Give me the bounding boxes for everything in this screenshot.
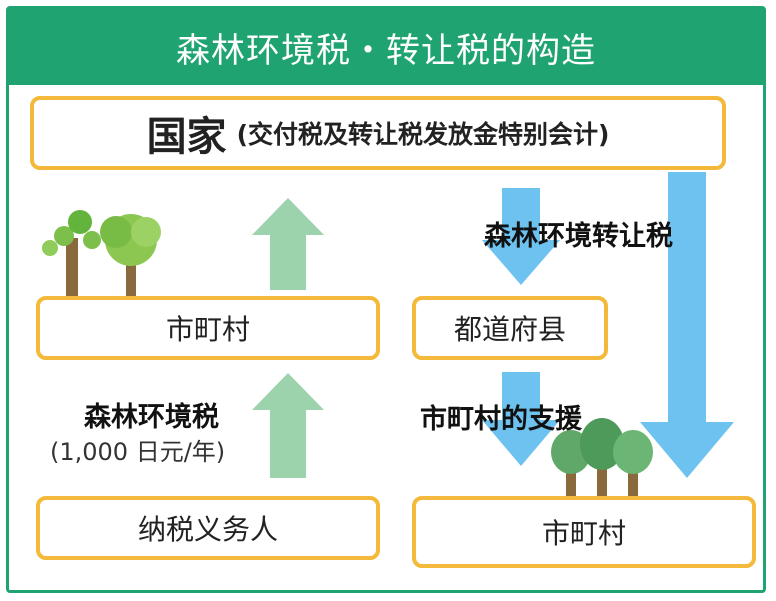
municipality-label-left: 市町村 [165, 313, 250, 346]
forest-env-tax-label: 森林环境税 [84, 402, 219, 433]
prefecture-label: 都道府县 [453, 313, 566, 346]
municipality-box-right: 市町村 [412, 496, 756, 568]
municipality-support-label: 市町村的支援 [420, 404, 582, 435]
up-arrow-bottom [252, 373, 324, 478]
nation-title: 国家 [146, 114, 227, 160]
prefecture-box: 都道府县 [412, 296, 608, 360]
trees-left-icon [42, 210, 161, 296]
down-arrow-direct [640, 172, 734, 478]
down-arrow-to-prefecture [482, 188, 560, 285]
municipality-label-right: 市町村 [541, 517, 626, 550]
municipality-box-left: 市町村 [36, 296, 380, 360]
down-arrow-to-municipality [482, 372, 560, 466]
up-arrow-top [252, 198, 324, 290]
tax-amount-label: (1,000 日元/年) [50, 438, 226, 466]
forest-transfer-tax-label: 森林环境转让税 [484, 221, 673, 252]
nation-box: 国家 (交付税及转让税发放金特别会计) [30, 96, 726, 170]
taxpayer-box: 纳税义务人 [36, 496, 380, 560]
taxpayer-label: 纳税义务人 [137, 513, 278, 546]
diagram-title: 森林环境税・转让税的构造 [9, 9, 763, 85]
nation-subtitle: (交付税及转让税发放金特别会计) [236, 120, 610, 149]
trees-right-icon [551, 418, 653, 498]
